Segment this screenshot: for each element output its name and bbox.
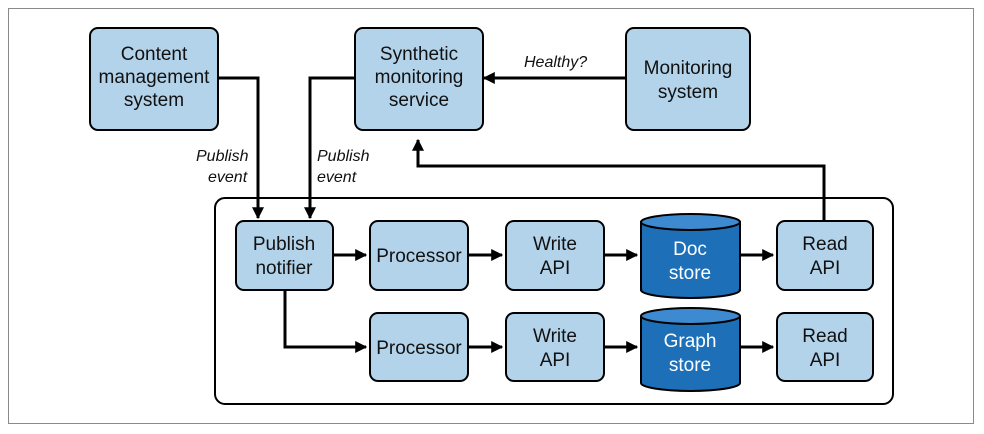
node-label: Publish	[253, 234, 315, 255]
edge-label-publish-event-synthetic-line1: Publish	[317, 148, 370, 165]
edge-label-publish-event-cms-line2: event	[208, 169, 248, 186]
edge-label-publish-event-synthetic-line2: event	[317, 169, 357, 186]
node-label: Write	[533, 234, 577, 255]
arrow-notifier-to-processor-bottom	[283, 290, 368, 353]
node-label: service	[389, 90, 449, 111]
node-label: system	[124, 90, 184, 111]
node-publish-notifier: Publish notifier	[235, 220, 334, 291]
node-label: notifier	[255, 258, 313, 279]
node-label: monitoring	[375, 67, 464, 88]
node-label: Processor	[376, 338, 462, 359]
node-processor-bottom: Processor	[369, 312, 469, 382]
node-label: Read	[802, 326, 847, 347]
node-monitoring-system: Monitoring system	[625, 27, 751, 131]
figure-frame	[8, 8, 974, 424]
node-label: Monitoring	[644, 58, 733, 79]
node-write-api-bottom: Write API	[505, 312, 605, 382]
node-read-api-bottom: Read API	[776, 312, 874, 382]
node-label: store	[669, 355, 711, 376]
node-content-management-system: Content management system	[89, 27, 219, 131]
node-doc-store: Doc store	[640, 213, 741, 299]
node-label: Write	[533, 326, 577, 347]
node-label: Content	[121, 44, 188, 65]
node-processor-top: Processor	[369, 220, 469, 291]
node-label: Doc	[673, 239, 707, 260]
node-label: Read	[802, 234, 847, 255]
node-label: management	[99, 67, 211, 88]
arrow-readapi-to-synthetic	[412, 138, 826, 222]
node-label: store	[669, 263, 711, 284]
node-label: Graph	[664, 331, 717, 352]
node-synthetic-monitoring-service: Synthetic monitoring service	[354, 27, 484, 131]
node-label: system	[658, 82, 718, 103]
connectors	[218, 72, 826, 353]
node-label: API	[810, 350, 841, 371]
node-label: API	[540, 350, 571, 371]
arrow-cms-to-notifier	[218, 76, 264, 220]
node-label: Processor	[376, 246, 462, 267]
node-graph-store: Graph store	[640, 307, 741, 392]
arrow-synthetic-to-notifier	[304, 76, 355, 220]
node-label: API	[810, 258, 841, 279]
node-label: API	[540, 258, 571, 279]
node-label: Synthetic	[380, 44, 458, 65]
system-container	[214, 197, 894, 405]
node-write-api-top: Write API	[505, 220, 605, 291]
edge-label-publish-event-cms-line1: Publish	[196, 148, 249, 165]
edge-label-healthy: Healthy?	[524, 54, 587, 71]
node-read-api-top: Read API	[776, 220, 874, 291]
